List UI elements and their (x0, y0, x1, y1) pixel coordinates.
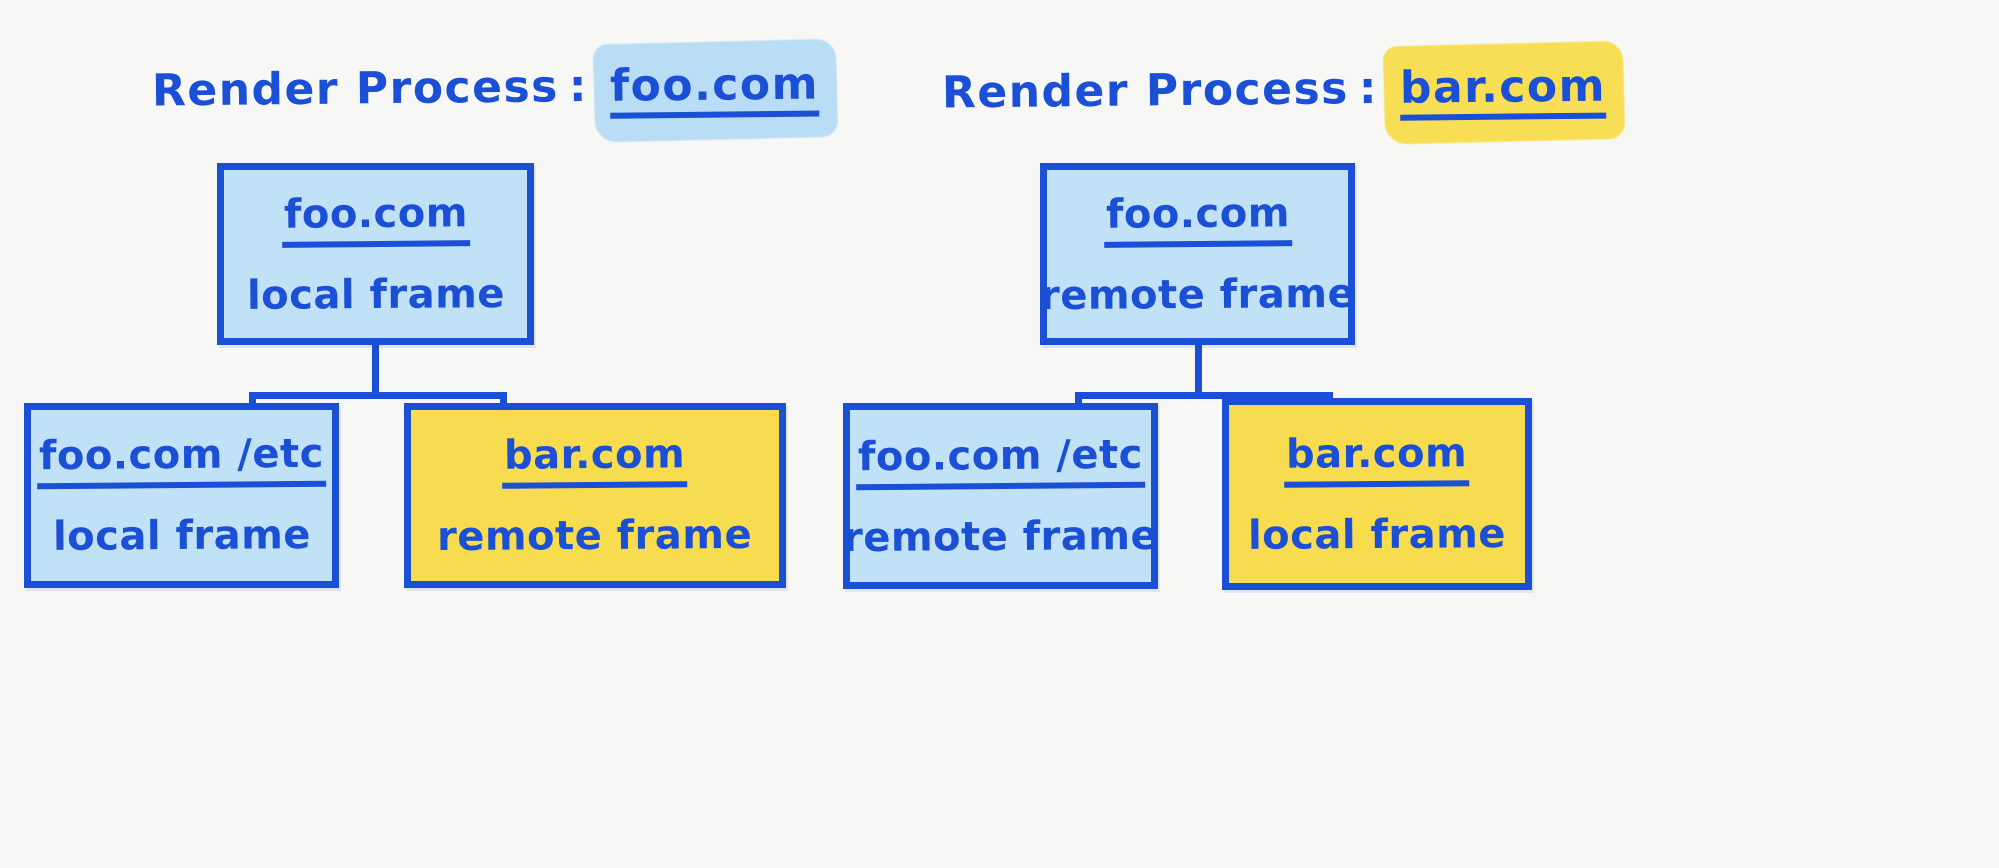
frame-node-parent-foo[interactable]: foo.com local frame (217, 163, 534, 345)
frame-node-type: local frame (246, 270, 505, 319)
process-title-lead: Render Process (941, 63, 1350, 119)
connector-horizontal-bus (249, 392, 507, 399)
process-title-domain: bar.com (1400, 61, 1607, 121)
process-title-foo: Render Process : foo.com (151, 38, 839, 143)
process-domain-highlight-foo: foo.com (592, 38, 839, 143)
frame-node-url: foo.com /etc (855, 431, 1146, 490)
process-title-domain: foo.com (610, 59, 820, 119)
frame-node-url: foo.com /etc (36, 431, 327, 490)
process-title-bar: Render Process : bar.com (941, 40, 1626, 145)
frame-node-url: foo.com (1103, 190, 1292, 248)
process-title-lead: Render Process (151, 61, 560, 117)
frame-node-url: foo.com (281, 190, 470, 248)
render-process-group-bar: Render Process : bar.com foo.com remote … (843, 0, 1999, 868)
frame-node-url: bar.com (1284, 430, 1470, 488)
frame-node-type: local frame (1247, 510, 1507, 559)
frame-node-url: bar.com (502, 431, 688, 489)
frame-node-type: local frame (52, 512, 311, 560)
render-process-group-foo: Render Process : foo.com foo.com local f… (0, 0, 999, 868)
connector-parent-stem (1195, 338, 1202, 398)
connector-parent-stem (372, 338, 379, 398)
connector-horizontal-bus (1075, 392, 1333, 399)
frame-node-parent-foo[interactable]: foo.com remote frame (1040, 163, 1355, 345)
frame-node-child-bar[interactable]: bar.com remote frame (404, 403, 786, 588)
frame-node-child-foo-etc[interactable]: foo.com /etc local frame (24, 403, 339, 588)
frame-node-type: remote frame (437, 511, 753, 561)
frame-node-type: remote frame (842, 512, 1159, 561)
frame-node-child-foo-etc[interactable]: foo.com /etc remote frame (843, 403, 1158, 589)
frame-node-type: remote frame (1039, 270, 1356, 319)
frame-node-child-bar[interactable]: bar.com local frame (1222, 398, 1532, 590)
process-domain-highlight-bar: bar.com (1382, 40, 1626, 145)
